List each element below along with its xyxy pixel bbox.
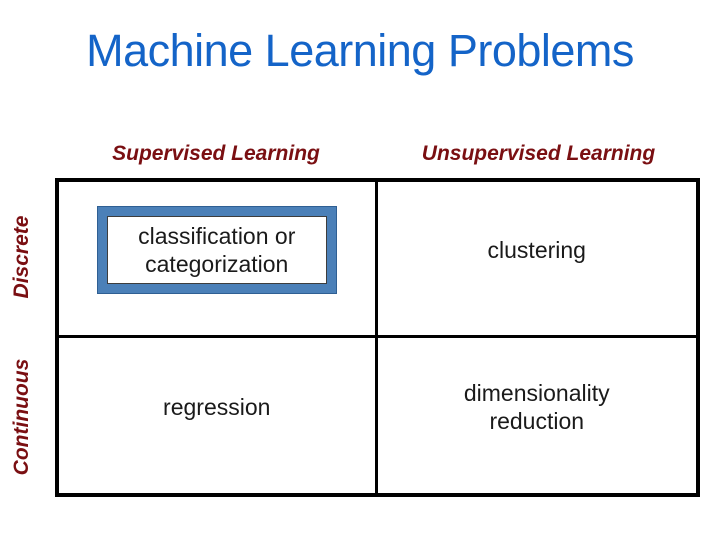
matrix-cell-continuous-supervised: regression [59,337,378,493]
column-header-supervised-learning: Supervised Learning [112,142,320,165]
row-header-continuous: Continuous [10,358,33,476]
matrix-cell-text: dimensionality reduction [463,380,610,435]
column-header-unsupervised-learning: Unsupervised Learning [421,142,656,165]
highlight-box-inner: classification or categorization [106,216,327,285]
matrix-cell-continuous-unsupervised: dimensionality reduction [378,338,697,494]
highlight-box-classification: classification or categorization [96,206,337,295]
matrix-cell-text: clustering [487,237,586,264]
row-header-discrete: Discrete [10,215,33,299]
matrix-cell-text: regression [163,394,271,421]
page-title: Machine Learning Problems [86,25,634,76]
ml-problems-matrix: classification or categorization cluster… [55,178,700,497]
matrix-cell-discrete-supervised: classification or categorization [59,182,378,338]
matrix-cell-discrete-unsupervised: clustering [377,182,696,338]
matrix-cell-text: classification or categorization [138,223,296,278]
